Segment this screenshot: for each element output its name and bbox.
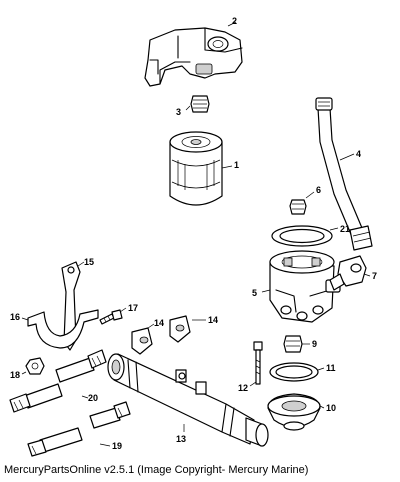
part-10-adapter-plate: [267, 393, 321, 431]
part-11-o-ring: [269, 362, 319, 382]
part-19-hose: [27, 401, 131, 457]
part-5-filter-housing: [269, 250, 341, 323]
callout-20: 20: [88, 393, 98, 403]
callout-15: 15: [84, 257, 94, 267]
callout-12: 12: [238, 383, 248, 393]
callout-17: 17: [128, 303, 138, 313]
part-3-fitting: [190, 95, 210, 113]
part-17-screw: [99, 309, 123, 325]
callout-11: 11: [326, 363, 336, 373]
callout-2: 2: [232, 16, 237, 26]
part-4-oil-line: [315, 97, 373, 251]
callout-4: 4: [356, 149, 361, 159]
part-12-bolt: [253, 341, 263, 385]
part-18-nut: [25, 357, 45, 375]
callout-3: 3: [176, 107, 181, 117]
part-2-filter-adapter: [144, 27, 243, 87]
image-caption: MercuryPartsOnline v2.5.1 (Image Copyrig…: [4, 464, 309, 476]
part-14-elbow-right: [169, 315, 191, 343]
part-21-gasket: [271, 225, 333, 247]
callout-9: 7: [372, 271, 377, 281]
callout-14a: 14: [154, 318, 164, 328]
part-13-oil-cooler: [107, 353, 269, 447]
part-14-elbow-left: [131, 327, 153, 355]
part-7-fitting: [283, 335, 303, 353]
callout-19: 19: [112, 441, 122, 451]
callout-18: 18: [10, 370, 20, 380]
callout-7: 9: [312, 339, 317, 349]
callout-10: 10: [326, 403, 336, 413]
callout-6: 6: [316, 185, 321, 195]
callout-1: 1: [234, 160, 239, 170]
callout-14b: 14: [208, 315, 218, 325]
callout-16: 16: [10, 312, 20, 322]
callout-21: 21: [340, 224, 350, 234]
part-6-plug: [289, 199, 307, 215]
part-16-clamp: [27, 309, 99, 349]
callout-5: 5: [252, 288, 257, 298]
part-9-elbow: [329, 255, 367, 291]
part-20-hose: [9, 349, 107, 413]
callout-13: 13: [176, 434, 186, 444]
part-1-oil-filter: [169, 131, 223, 206]
